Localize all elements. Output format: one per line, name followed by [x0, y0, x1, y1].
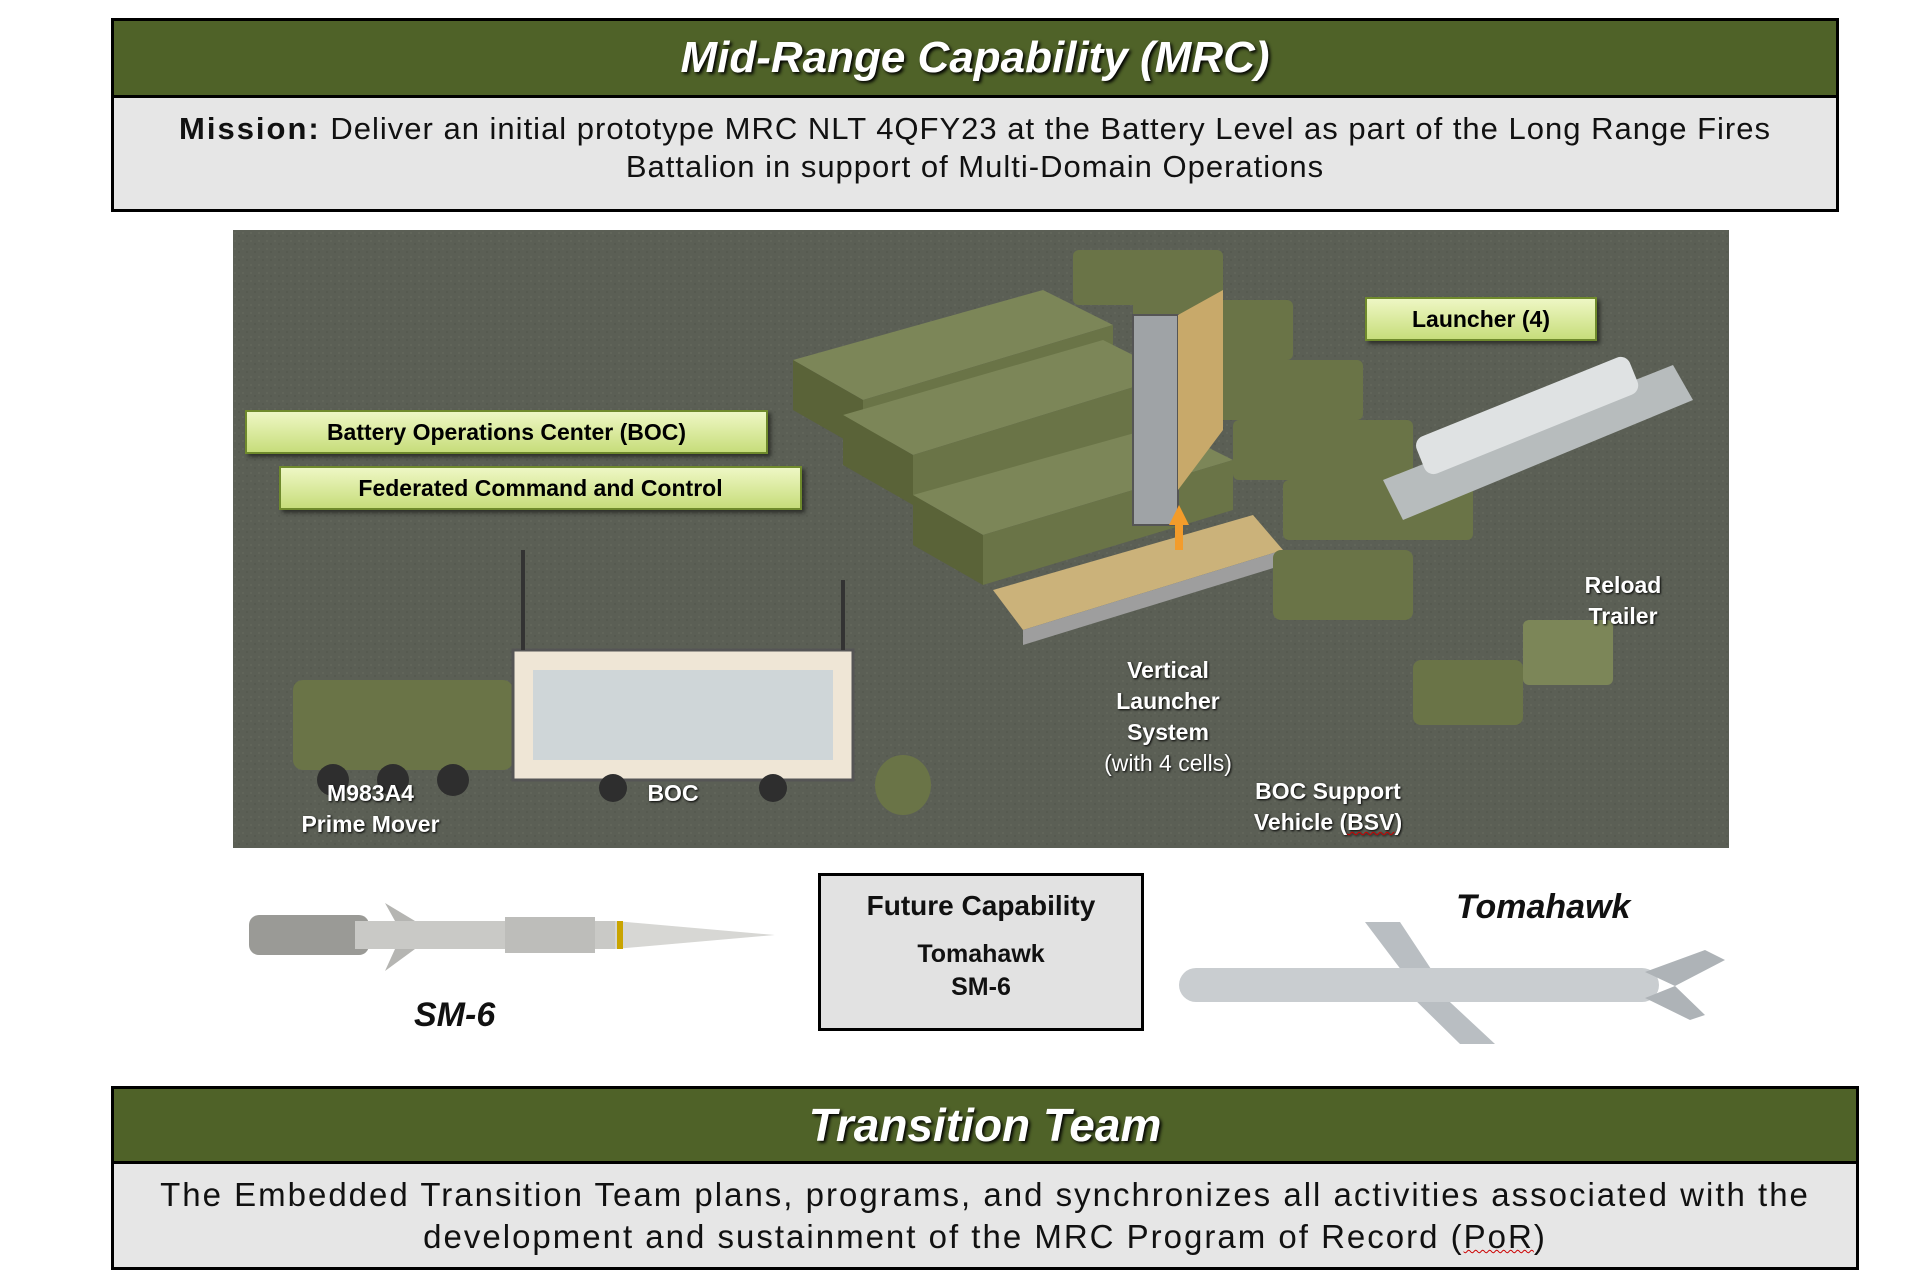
callout-federated-c2: Federated Command and Control [279, 466, 802, 510]
boc-truck-graphic [293, 550, 931, 815]
callout-boc: Battery Operations Center (BOC) [245, 410, 768, 454]
label-bsv-line1: BOC Support [1255, 778, 1401, 804]
launcher-trailers-graphic [793, 290, 1283, 645]
label-prime-mover-line2: Prime Mover [301, 811, 440, 837]
label-vls: Vertical Launcher System (with 4 cells) [1093, 655, 1243, 779]
transition-text-close: ) [1533, 1218, 1547, 1255]
label-prime-mover-line1: M983A4 [327, 780, 414, 806]
bsv-graphic [1413, 620, 1613, 725]
label-vls-line2: Launcher [1116, 688, 1220, 714]
page-title: Mid-Range Capability (MRC) [680, 33, 1270, 82]
transition-text-line1: The Embedded Transition Team plans, prog… [160, 1176, 1810, 1213]
future-capability-items: Tomahawk SM-6 [821, 938, 1141, 1004]
transition-text-line2: development and sustainment of the MRC P… [423, 1218, 1464, 1255]
future-capability-box: Future Capability Tomahawk SM-6 [818, 873, 1144, 1031]
page-title-bar: Mid-Range Capability (MRC) [111, 18, 1839, 98]
sm6-label: SM-6 [414, 996, 496, 1034]
mission-label: Mission: [179, 111, 321, 146]
label-vls-line4: (with 4 cells) [1104, 750, 1232, 776]
sm6-missile-graphic [249, 903, 775, 971]
transition-por-abbr: PoR [1463, 1218, 1534, 1255]
label-reload-trailer: Reload Trailer [1573, 570, 1673, 632]
label-prime-mover: M983A4 Prime Mover [283, 778, 458, 840]
label-vls-line3: System [1127, 719, 1209, 745]
transition-team-title-bar: Transition Team [111, 1086, 1859, 1164]
future-item-tomahawk: Tomahawk [917, 940, 1045, 968]
vls-arrow-graphic [1169, 505, 1189, 550]
transition-team-title: Transition Team [808, 1099, 1162, 1151]
mission-box: Mission: Deliver an initial prototype MR… [111, 98, 1839, 212]
label-vls-line1: Vertical [1127, 657, 1209, 683]
mrc-battery-illustration: Launcher (4) Battery Operations Center (… [233, 230, 1729, 848]
label-reload-line1: Reload [1584, 572, 1662, 598]
callout-launcher: Launcher (4) [1365, 297, 1597, 341]
label-bsv: BOC Support Vehicle (BSV) [1243, 776, 1413, 838]
label-bsv-close: ) [1394, 809, 1403, 835]
label-bsv-line2a: Vehicle ( [1253, 809, 1348, 835]
label-reload-line2: Trailer [1588, 603, 1658, 629]
reload-trailer-graphic [1273, 356, 1693, 620]
mission-text: Deliver an initial prototype MRC NLT 4QF… [330, 111, 1771, 184]
transition-team-box: The Embedded Transition Team plans, prog… [111, 1164, 1859, 1270]
label-boc: BOC [647, 780, 699, 806]
future-item-sm6: SM-6 [951, 973, 1011, 1001]
future-capability-title: Future Capability [866, 890, 1096, 921]
label-bsv-abbr: BSV [1347, 809, 1395, 835]
tomahawk-label: Tomahawk [1456, 888, 1631, 926]
tomahawk-missile-graphic [1179, 922, 1725, 1044]
vls-tower-graphic [1132, 290, 1223, 526]
